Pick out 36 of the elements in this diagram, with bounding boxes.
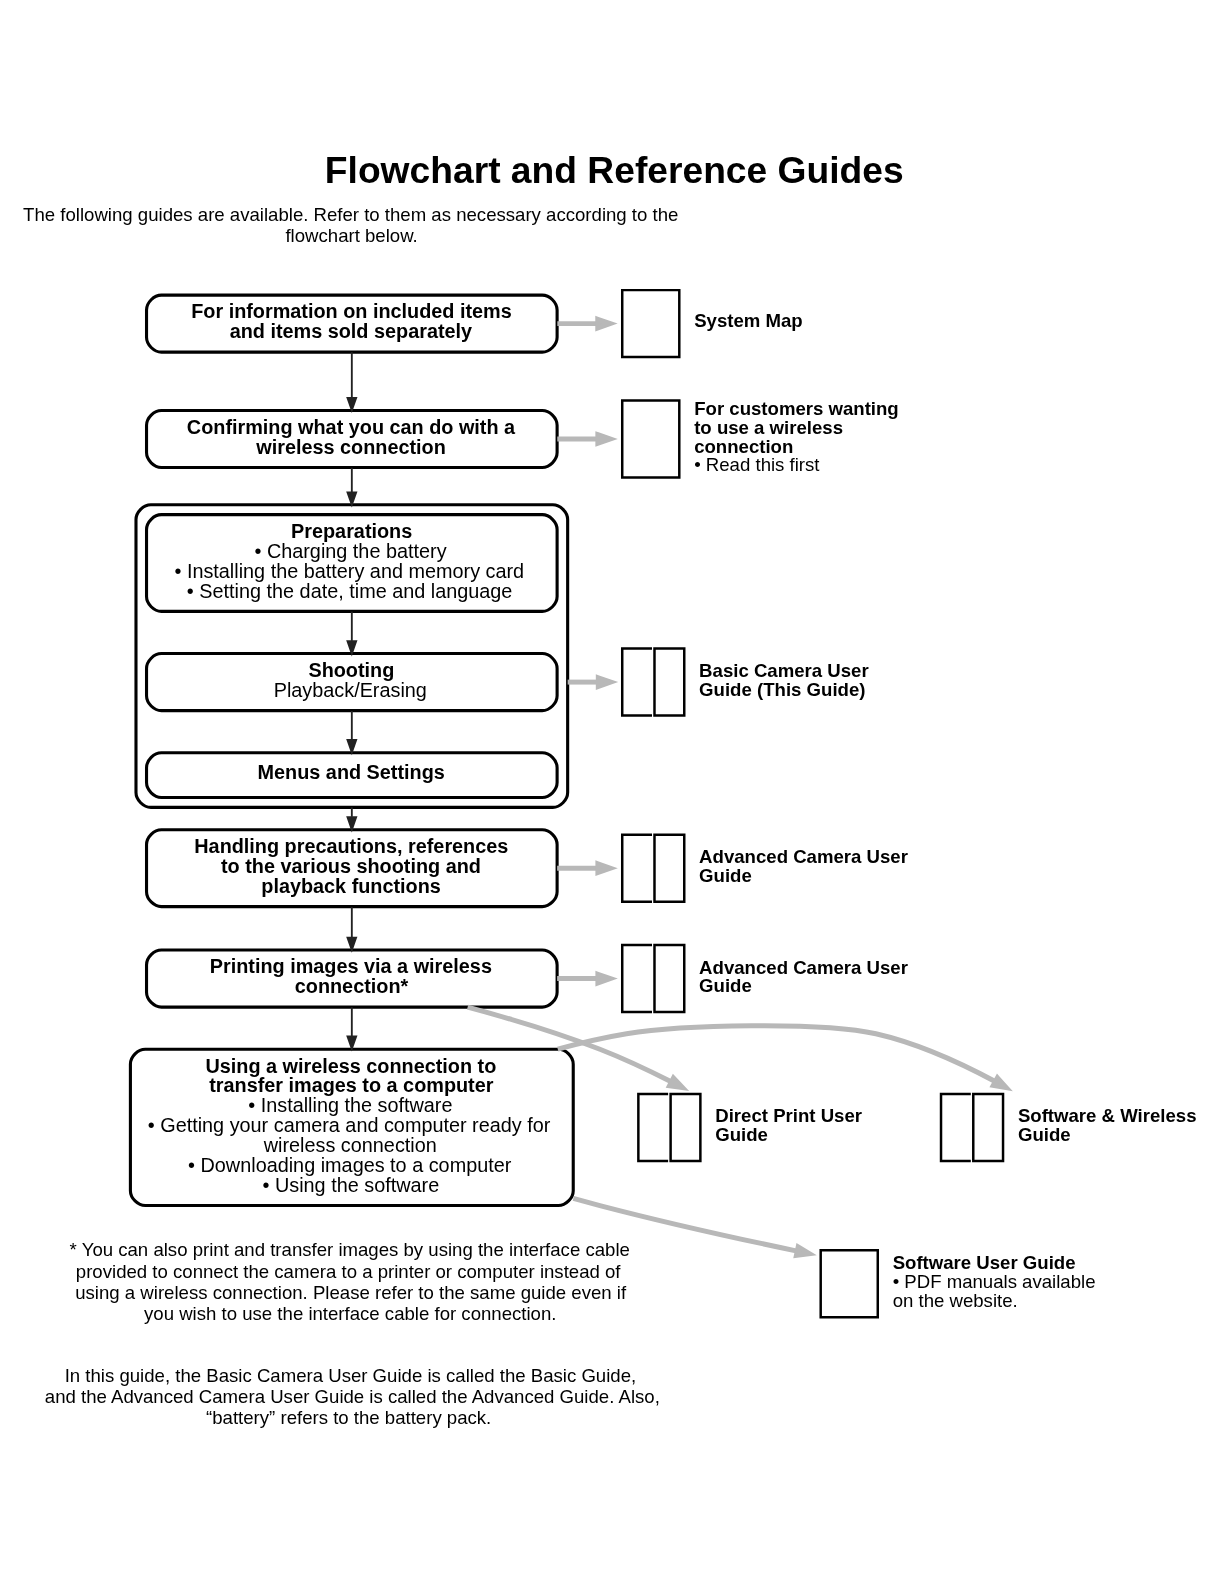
arrow [346, 610, 358, 656]
node-box: Preparations • Charging the battery • Installing the battery and memory card • Setting the date, time and language [145, 512, 559, 613]
node-label: Software User Guide [892, 1251, 1076, 1273]
diagram-title: Flowchart and Reference Guides [324, 148, 904, 191]
arrow [346, 709, 358, 755]
arrow [346, 905, 358, 953]
node-box: Handling precautions, references to the various shooting and playback functions [145, 827, 559, 908]
node-box: For information on included items and items sold separately [145, 293, 559, 354]
arrow [346, 350, 358, 413]
arrow [346, 466, 358, 508]
arrow [557, 315, 618, 331]
label: * You can also print and transfer images by using the interface cable provided to connect the camera to a printer or computer instead of using a wireless connection. Please refer to the same guide even if you wish to use the interface cable for connection. [69, 1238, 630, 1324]
arrow [557, 970, 618, 986]
arrow [557, 859, 618, 876]
node-label: Software & Wireless Guide [1017, 1104, 1197, 1145]
node-label: System Map [694, 309, 803, 331]
node-label: Basic Camera User Guide (This Guide) [699, 659, 869, 700]
node-label: Advanced Camera User Guide [699, 956, 908, 996]
arrow [346, 805, 358, 832]
node-label: Direct Print User Guide [715, 1104, 863, 1145]
arrow [466, 1004, 690, 1091]
label: In this guide, the Basic Camera User Guide is called the Basic Guide, and the Advanced Camera User Guide is called the Advanced Guide. Also, “battery” refers to the battery pack. [44, 1364, 660, 1428]
arrow [557, 430, 618, 447]
node-box: Shooting Playback/Erasing [145, 651, 559, 712]
label: The following guides are available. Refer to them as necessary according to the flowchart below. [23, 203, 679, 246]
arrow [557, 1022, 1013, 1091]
arrow [567, 673, 619, 690]
cluster [134, 502, 570, 809]
arrow [346, 1005, 358, 1052]
node-box: Using a wireless connection to transfer images to a computer • Installing the software • Getting your camera and computer ready for wireless connection • Downloading images to a computer • Using the software [128, 1047, 575, 1207]
node-label: • PDF manuals available on the website. [892, 1270, 1096, 1311]
node-box: Printing images via a wireless connection* [145, 948, 559, 1009]
node-box: Confirming what you can do with a wireless connection [145, 408, 559, 469]
arrow [572, 1195, 817, 1258]
node-box: Menus and Settings [145, 750, 559, 799]
node-label: Advanced Camera User Guide [699, 845, 908, 886]
